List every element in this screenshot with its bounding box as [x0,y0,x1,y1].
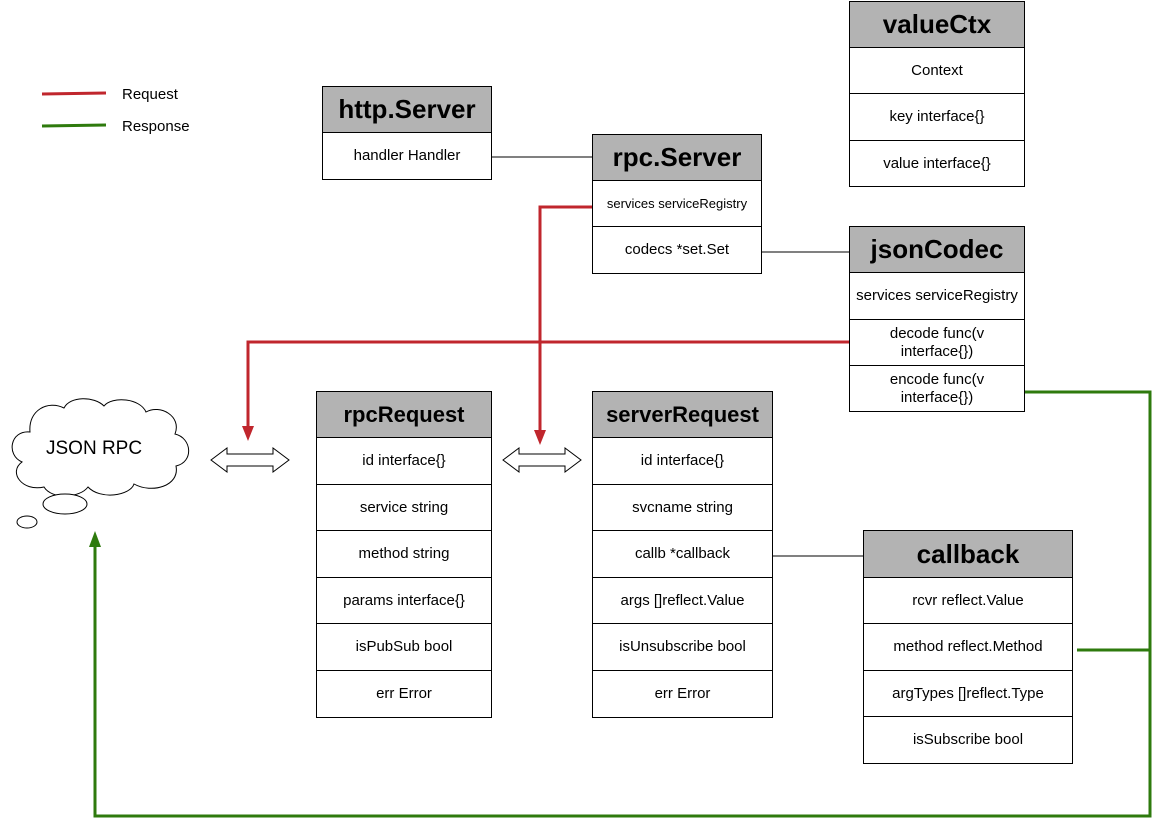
serverrequest-field: err Error [654,685,711,702]
serverrequest-field: callb *callback [593,531,772,578]
rpcrequest-field: service string [317,485,491,531]
jsoncodec-field: services serviceRegistry [850,273,1024,320]
double-arrow-rpcrequest-serverrequest [502,447,582,473]
json-rpc-cloud [11,398,190,529]
valuectx-field: key interface{} [850,94,1024,141]
rpc-server-field: services serviceRegistry [593,181,761,227]
callback-box: callback rcvr reflect.Value method refle… [863,530,1073,764]
rpcrequest-field: err Error [376,685,432,702]
response-arrowhead-cloud [89,531,101,547]
legend-response-label: Response [122,118,190,135]
jsoncodec-field: encode func(v interface{}) [889,370,985,406]
legend-request-label: Request [122,86,178,103]
valuectx-title: valueCtx [850,2,1024,48]
rpc-server-field: codecs *set.Set [624,241,730,258]
serverrequest-field: svcname string [593,485,772,531]
serverrequest-box: serverRequest id interface{} svcname str… [592,391,773,718]
jsoncodec-box: jsonCodec services serviceRegistry decod… [849,226,1025,412]
callback-field: isSubscribe bool [912,731,1024,748]
request-arrowhead-serverrequest [534,430,546,445]
jsoncodec-field: decode func(v interface{}) [850,320,1024,366]
valuectx-box: valueCtx Context key interface{} value i… [849,1,1025,187]
response-line-encode [93,390,1152,818]
serverrequest-field: args []reflect.Value [593,578,772,624]
rpc-server-box: rpc.Server services serviceRegistry code… [592,134,762,274]
request-arrowhead-rpcrequest [242,426,254,441]
callback-field: rcvr reflect.Value [864,578,1072,624]
cloud-label: JSON RPC [46,438,143,459]
request-line-services [538,205,593,432]
http-server-field: handler Handler [353,147,461,164]
legend-request-line [41,91,107,96]
rpcrequest-field: id interface{} [317,438,491,485]
rpcrequest-field: params interface{} [317,578,491,624]
serverrequest-field: id interface{} [593,438,772,485]
callback-field: argTypes []reflect.Type [864,671,1072,717]
http-server-title: http.Server [323,87,491,133]
legend-response-line [41,123,107,128]
rpcrequest-field: isPubSub bool [317,624,491,671]
callback-field: method reflect.Method [864,624,1072,671]
rpcrequest-box: rpcRequest id interface{} service string… [316,391,492,718]
rpcrequest-field: method string [317,531,491,578]
rpcrequest-title: rpcRequest [317,392,491,438]
double-arrow-cloud-rpcrequest [210,447,290,473]
valuectx-field: Context [850,48,1024,94]
request-line-decode [246,340,850,428]
serverrequest-field: isUnsubscribe bool [593,624,772,671]
http-server-box: http.Server handler Handler [322,86,492,180]
serverrequest-title: serverRequest [593,392,772,438]
rpc-server-title: rpc.Server [593,135,761,181]
callback-title: callback [864,531,1072,578]
valuectx-field: value interface{} [883,154,991,172]
jsoncodec-title: jsonCodec [850,227,1024,273]
